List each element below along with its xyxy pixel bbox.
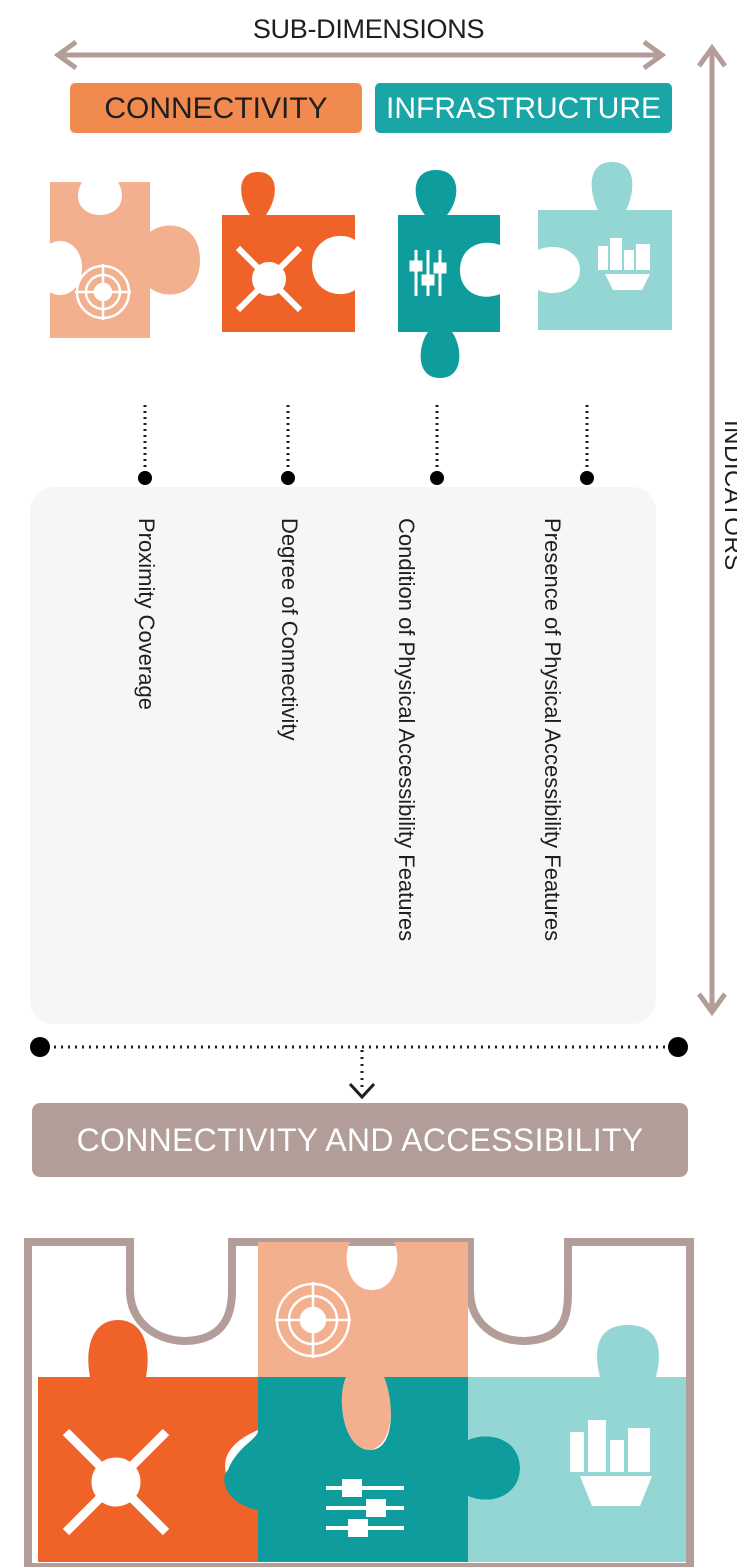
puzzle-piece-connectivity [222,172,355,332]
city-gear-icon [570,1420,652,1506]
indicator-degree-of-connectivity: Degree of Connectivity [277,518,302,741]
connector-dot [138,471,152,485]
connector-dot [580,471,594,485]
radar-icon [275,1282,351,1358]
compass-arrows-icon [235,245,303,313]
indicator-proximity-coverage: Proximity Coverage [134,518,159,710]
city-gear-icon [598,238,650,290]
result-box: CONNECTIVITY AND ACCESSIBILITY [32,1103,688,1177]
sub-dimension-infrastructure: INFRASTRUCTURE [375,83,672,133]
sub-dimensions-label: SUB-DIMENSIONS [252,14,485,44]
sliders-icon [326,1479,404,1537]
indicators-panel [30,487,656,1024]
puzzle-piece-proximity [50,182,200,338]
puzzle-pieces-row [50,162,672,378]
sub-dimension-connectivity: CONNECTIVITY [70,83,362,133]
connector-dot [281,471,295,485]
connector-dot [430,471,444,485]
indicators-label: INDICATORS [719,420,737,571]
compass-arrows-icon [62,1428,170,1536]
puzzle-piece-presence [538,162,672,330]
radar-icon [75,264,131,320]
indicator-condition-accessibility: Condition of Physical Accessibility Feat… [394,518,419,942]
indicator-presence-accessibility: Presence of Physical Accessibility Featu… [540,518,565,942]
indicator-connectors [138,405,594,485]
puzzle-piece-condition [398,170,500,378]
sliders-icon [409,250,447,296]
